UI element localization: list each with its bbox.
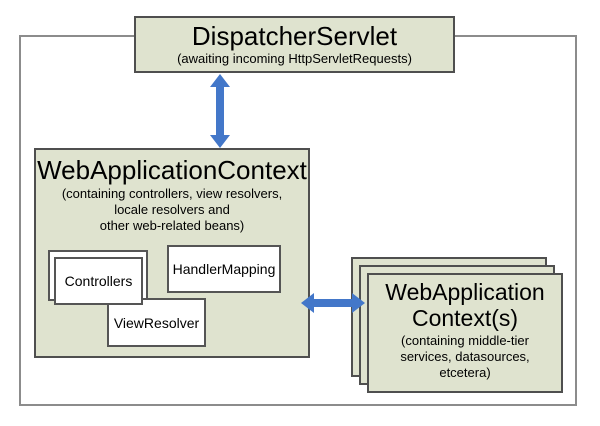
vertical-double-arrow-icon — [210, 74, 230, 148]
handler-mapping-label: HandlerMapping — [172, 261, 276, 277]
controllers-label: Controllers — [64, 273, 133, 289]
handler-mapping-box: HandlerMapping — [167, 245, 281, 293]
web-application-contexts-title: WebApplication Context(s) — [385, 279, 545, 331]
controllers-box: Controllers — [54, 257, 143, 305]
web-application-context-title: WebApplicationContext — [37, 155, 307, 185]
web-application-contexts-box: WebApplication Context(s) (containing mi… — [367, 273, 563, 393]
dispatcher-servlet-box: DispatcherServlet (awaiting incoming Htt… — [134, 16, 455, 73]
web-application-context-subtitle: (containing controllers, view resolvers,… — [61, 186, 283, 233]
dispatcher-servlet-title: DispatcherServlet — [191, 21, 398, 51]
horizontal-double-arrow-icon — [301, 293, 365, 313]
view-resolver-box: ViewResolver — [107, 298, 206, 347]
view-resolver-label: ViewResolver — [113, 314, 200, 331]
dispatcher-servlet-subtitle: (awaiting incoming HttpServletRequests) — [177, 51, 412, 66]
web-application-contexts-subtitle: (containing middle-tier services, dataso… — [400, 333, 530, 380]
